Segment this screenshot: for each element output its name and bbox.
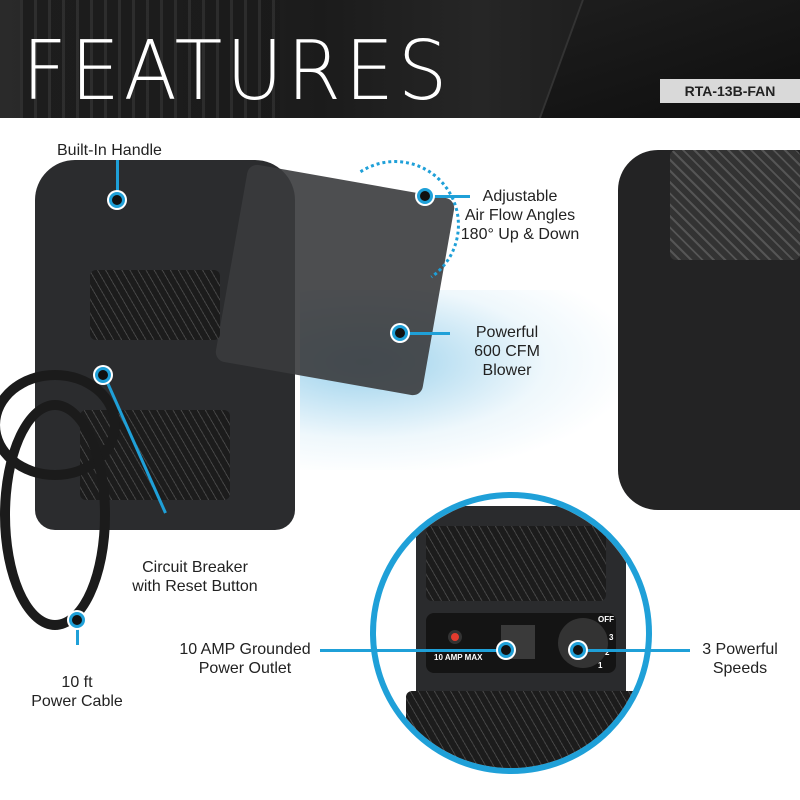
breaker-line-2: with Reset Button: [132, 578, 258, 595]
blower-label: Powerful 600 CFM Blower: [452, 323, 562, 380]
cable-line-1: 10 ft: [61, 674, 93, 691]
speeds-marker: [570, 642, 586, 658]
blower-callout-line: [400, 332, 450, 335]
outlet-label: 10 AMP Grounded Power Outlet: [170, 640, 320, 678]
cable-callout-line: [76, 620, 79, 645]
inset-bottom-vent: [406, 691, 646, 768]
control-panel-inset: 10 AMP MAX OFF 3 2 1: [370, 492, 652, 774]
side-fan-grille: [670, 150, 800, 260]
model-badge: RTA-13B-FAN: [660, 79, 800, 103]
cable-label: 10 ft Power Cable: [17, 673, 137, 711]
dial-1-label: 1: [598, 661, 603, 670]
speeds-callout-line: [578, 649, 690, 652]
breaker-line-1: Circuit Breaker: [142, 559, 248, 576]
fan-grille-image: [20, 0, 280, 118]
breaker-label: Circuit Breaker with Reset Button: [115, 558, 275, 596]
blower-line-2: 600 CFM Blower: [474, 343, 540, 379]
power-cable-coil: [0, 400, 110, 630]
cable-marker: [69, 612, 85, 628]
blower-marker: [392, 325, 408, 341]
handle-label: Built-In Handle: [57, 142, 162, 159]
cable-line-2: Power Cable: [31, 693, 123, 710]
handle-callout-line: [116, 160, 119, 200]
angles-line-3: 180° Up & Down: [460, 226, 580, 243]
breaker-marker: [95, 367, 111, 383]
angles-line-1: Adjustable: [482, 188, 558, 205]
angles-label: Adjustable Air Flow Angles 180° Up & Dow…: [450, 187, 590, 244]
header-banner: FEATURES RTA-13B-FAN: [0, 0, 800, 118]
reset-button[interactable]: [448, 630, 462, 644]
amp-label: 10 AMP MAX: [434, 653, 483, 662]
dial-off-label: OFF: [598, 615, 614, 624]
speeds-line-1: 3 Powerful: [702, 641, 778, 658]
inset-control-strip: 10 AMP MAX OFF 3 2 1: [426, 613, 616, 673]
speeds-line-2: Speeds: [712, 660, 768, 677]
dial-3-label: 3: [609, 633, 614, 642]
outlet-callout-line: [320, 649, 506, 652]
angles-callout-line: [425, 195, 470, 198]
speeds-label: 3 Powerful Speeds: [692, 640, 788, 678]
dial-2-label: 2: [605, 648, 610, 657]
outlet-line-1: 10 AMP Grounded: [179, 641, 311, 658]
angles-marker: [417, 188, 433, 204]
handle-marker: [109, 192, 125, 208]
fan-top-vent: [90, 270, 220, 340]
page-title: FEATURES: [22, 24, 452, 118]
angles-line-2: Air Flow Angles: [464, 207, 576, 224]
outlet-line-2: Power Outlet: [198, 660, 292, 677]
blower-line-1: Powerful: [475, 324, 539, 341]
outlet-marker: [498, 642, 514, 658]
inset-top-vent: [426, 526, 606, 601]
